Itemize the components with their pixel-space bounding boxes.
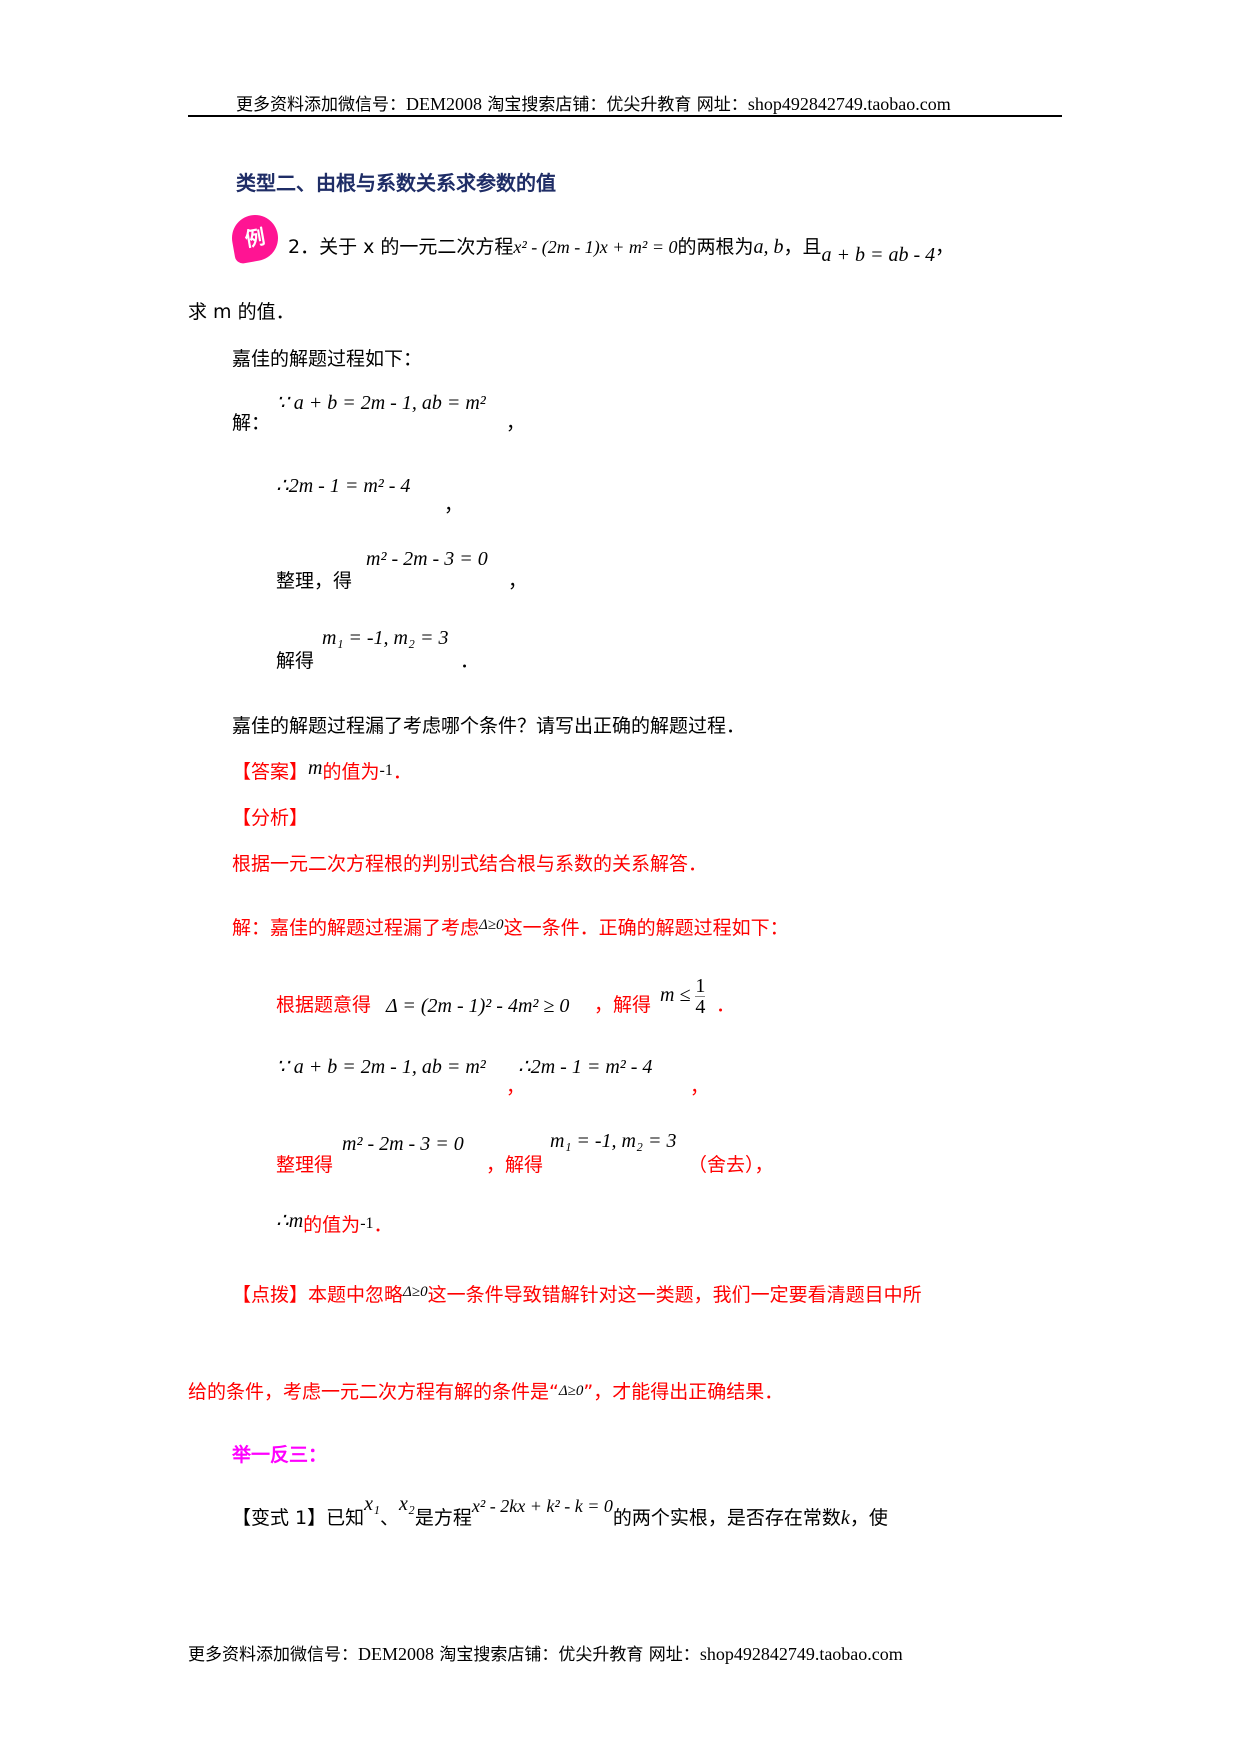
solution-delta-condition: Δ≥0 xyxy=(479,917,504,933)
solution-line2-math: Δ = (2m - 1)² - 4m² ≥ 0 xyxy=(386,995,570,1017)
jiajia-step1-tail: ， xyxy=(506,412,526,434)
jiajia-step3-math: m² - 2m - 3 = 0 xyxy=(366,548,488,570)
solution-line4-text-b: ，解得 xyxy=(486,1154,544,1176)
answer-var: m xyxy=(308,757,323,779)
solution-line4-label: 整理得 xyxy=(276,1154,334,1176)
jiajia-intro: 嘉佳的解题过程如下： xyxy=(232,348,423,370)
page-footer: 更多资料添加微信号：DEM2008 淘宝搜索店铺：优尖升教育 网址：shop49… xyxy=(188,1640,903,1665)
solution-line3-math-a: ∵ a + b = 2m - 1, ab = m² xyxy=(276,1056,486,1078)
answer-value: -1 xyxy=(379,762,393,779)
header-url: shop492842749.taobao.com xyxy=(747,94,951,114)
solution-line1-text-a: 解：嘉佳的解题过程漏了考虑 xyxy=(232,917,480,939)
solution-line5: ∴m的值为-1． xyxy=(276,1210,393,1237)
jiajia-step1-label: 解： xyxy=(232,412,271,434)
example-text-1: 关于 x 的一元二次方程 xyxy=(319,236,514,258)
practice-variant-1: 【变式 1】已知x₁、x₂是方程x² - 2kx + k² - k = 0的两个… xyxy=(232,1493,888,1530)
tip-line2-text-b: ”，才能得出正确结果． xyxy=(583,1381,784,1403)
practice-text-1: 已知 xyxy=(326,1507,365,1529)
jiajia-step4-math: m₁ = -1, m₂ = 3 xyxy=(322,627,449,649)
jiajia-step2-math: ∴2m - 1 = m² - 4 xyxy=(276,475,411,497)
solution-line4-math-a: m² - 2m - 3 = 0 xyxy=(342,1133,464,1155)
jiajia-step2-tail: ， xyxy=(444,494,464,516)
footer-wechat: DEM2008 xyxy=(358,1644,434,1664)
header-text-2: 淘宝搜索店铺：优尖升教育 网址： xyxy=(482,95,748,115)
example-equation: x² - (2m - 1)x + m² = 0 xyxy=(513,237,678,257)
jiajia-step3-label: 整理，得 xyxy=(276,570,353,592)
example-badge-icon: 例 xyxy=(228,211,282,265)
header-rule xyxy=(188,115,1062,117)
example-condition: a + b = ab - 4 xyxy=(821,244,936,266)
example-comma: ， xyxy=(935,236,955,258)
fraction-numerator: 1 xyxy=(695,975,706,997)
practice-k: k xyxy=(840,1507,850,1529)
answer-text: 的值为 xyxy=(322,761,380,783)
section-title: 类型二、由根与系数关系求参数的值 xyxy=(236,171,556,195)
tip-line1: 【点拨】本题中忽略Δ≥0这一条件导致错解针对这一类题，我们一定要看清题目中所 xyxy=(232,1280,922,1307)
solution-line1-text-b: 这一条件．正确的解题过程如下： xyxy=(503,917,789,939)
header-wechat: DEM2008 xyxy=(406,94,482,114)
footer-text-1: 更多资料添加微信号： xyxy=(188,1645,358,1665)
solution-line2-text-b: ，解得 xyxy=(594,994,652,1016)
solution-line4-discard: （舍去）， xyxy=(688,1154,774,1176)
practice-text-4: ，使 xyxy=(849,1507,888,1529)
tip-line2-delta: Δ≥0 xyxy=(558,1383,584,1399)
solution-line5-end: ． xyxy=(373,1214,393,1236)
footer-text-2: 淘宝搜索店铺：优尖升教育 网址： xyxy=(434,1645,700,1665)
jiajia-step1-math: ∵ a + b = 2m - 1, ab = m² xyxy=(276,392,486,414)
answer-end: ． xyxy=(392,761,412,783)
analysis-text: 根据一元二次方程根的判别式结合根与系数的关系解答． xyxy=(232,853,708,875)
analysis-label: 【分析】 xyxy=(232,807,309,829)
practice-equation: x² - 2kx + k² - k = 0 xyxy=(471,1496,613,1516)
solution-line3-math-b: ∴2m - 1 = m² - 4 xyxy=(518,1056,653,1078)
tip-delta-condition: Δ≥0 xyxy=(403,1284,428,1300)
example-question-line2: 求 m 的值． xyxy=(188,301,295,323)
solution-line4-math-b: m₁ = -1, m₂ = 3 xyxy=(550,1130,677,1152)
practice-text-2: 是方程 xyxy=(414,1507,472,1529)
practice-text-3: 的两个实根，是否存在常数 xyxy=(612,1507,841,1529)
example-text-3: ，且 xyxy=(783,236,822,258)
practice-x1: x₁ xyxy=(364,1493,380,1515)
practice-sep: 、 xyxy=(380,1507,400,1529)
tip-label: 【点拨】 xyxy=(232,1284,309,1306)
tip-text-2: 这一条件导致错解针对这一类题，我们一定要看清题目中所 xyxy=(427,1284,922,1306)
header-text-1: 更多资料添加微信号： xyxy=(236,95,406,115)
page-header: 更多资料添加微信号：DEM2008 淘宝搜索店铺：优尖升教育 网址：shop49… xyxy=(236,90,951,115)
example-question-line1: 2．关于 x 的一元二次方程x² - (2m - 1)x + m² = 0的两根… xyxy=(288,232,955,266)
solution-line5-math: ∴m xyxy=(276,1210,304,1232)
fraction-denominator: 4 xyxy=(695,996,706,1018)
example-text-2: 的两根为 xyxy=(677,236,754,258)
tip-text-1: 本题中忽略 xyxy=(308,1284,404,1306)
practice-x2: x₂ xyxy=(399,1493,415,1515)
solution-line2-label: 根据题意得 xyxy=(276,994,372,1016)
solution-line5-text: 的值为 xyxy=(303,1214,361,1236)
example-roots: a, b xyxy=(753,236,784,258)
answer-label: 【答案】 xyxy=(232,761,309,783)
solution-line2-var: m ≤ xyxy=(660,984,691,1007)
practice-heading: 举一反三： xyxy=(232,1444,328,1466)
tip-line2: 给的条件，考虑一元二次方程有解的条件是“Δ≥0”，才能得出正确结果． xyxy=(188,1377,783,1404)
solution-line3-comma-b: ， xyxy=(690,1076,710,1098)
jiajia-step4-tail: ． xyxy=(460,650,480,672)
solution-line5-value: -1 xyxy=(360,1215,374,1232)
footer-url: shop492842749.taobao.com xyxy=(699,1644,903,1664)
solution-line3-comma-a: ， xyxy=(506,1076,526,1098)
practice-label: 【变式 1】 xyxy=(232,1507,327,1529)
jiajia-step3-tail: ， xyxy=(508,570,528,592)
tip-line2-text-a: 给的条件，考虑一元二次方程有解的条件是“ xyxy=(188,1381,559,1403)
example-number: 2． xyxy=(288,236,320,258)
jiajia-question: 嘉佳的解题过程漏了考虑哪个条件？请写出正确的解题过程． xyxy=(232,715,746,737)
jiajia-step4-label: 解得 xyxy=(276,650,315,672)
solution-line1: 解：嘉佳的解题过程漏了考虑Δ≥0这一条件．正确的解题过程如下： xyxy=(232,913,789,940)
solution-line2-end: ． xyxy=(716,994,736,1016)
answer-line: 【答案】m的值为-1． xyxy=(232,757,412,784)
